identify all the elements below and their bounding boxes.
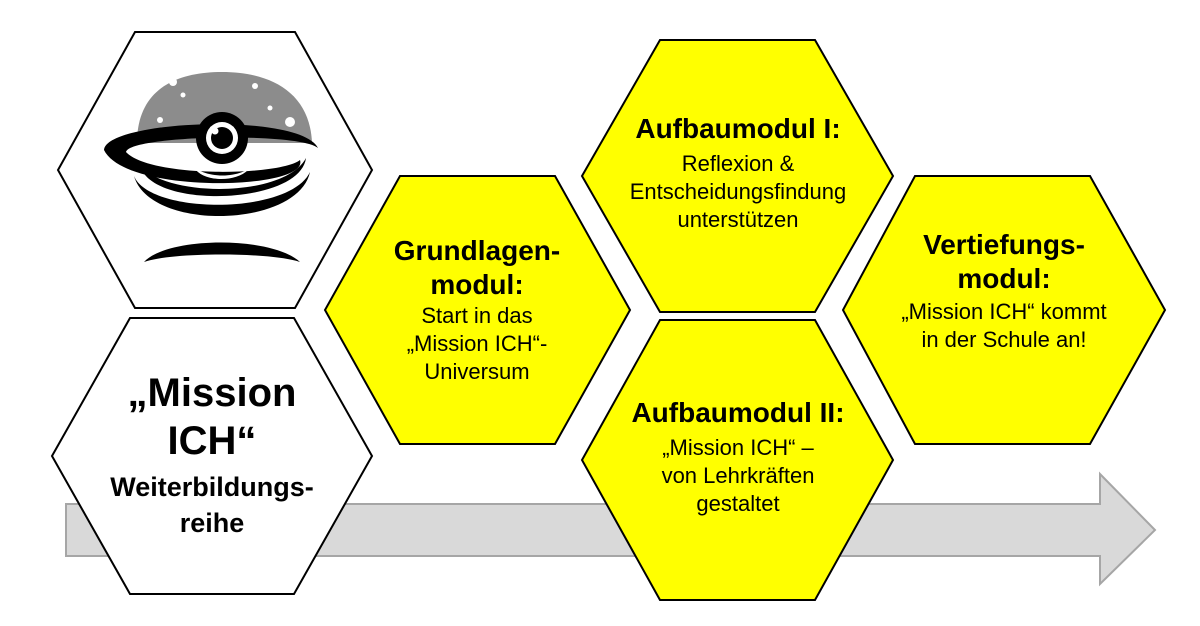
grundlagen-title-line-2: modul: bbox=[430, 269, 524, 300]
grundlagen-body-line-1: Start in das bbox=[421, 303, 533, 328]
aufbau1-title-line-1: Aufbaumodul I: bbox=[635, 113, 841, 144]
vertiefung-body-line-2: in der Schule an! bbox=[921, 327, 1087, 352]
astronaut-planet-logo-icon bbox=[104, 72, 318, 262]
grundlagen-hexagon bbox=[323, 175, 632, 445]
grundlagen-description: Start in das „Mission ICH“- Universum bbox=[407, 302, 548, 386]
aufbau2-title-line-1: Aufbaumodul II: bbox=[631, 397, 845, 428]
aufbau2-body-line-1: „Mission ICH“ – bbox=[662, 435, 814, 460]
aufbau1-body-line-2: Entscheidungsfindung bbox=[629, 179, 847, 204]
mission-subtitle-line-2: reihe bbox=[179, 508, 245, 538]
aufbau2-body-line-2: von Lehrkräften bbox=[661, 463, 815, 488]
grundlagen-body-line-3: Universum bbox=[424, 359, 530, 384]
grundlagen-module: Grundlagen- modul: Start in das „Mission… bbox=[352, 212, 602, 408]
mission-title-line-1: „Mission bbox=[127, 371, 297, 415]
mission-subtitle: Weiterbildungs- reihe bbox=[110, 469, 314, 541]
aufbau1-title: Aufbaumodul I: bbox=[635, 112, 840, 146]
aufbau1-module: Aufbaumodul I: Reflexion & Entscheidungs… bbox=[600, 112, 876, 282]
aufbau2-module: Aufbaumodul II: „Mission ICH“ – von Lehr… bbox=[600, 396, 876, 536]
grundlagen-body-line-2: „Mission ICH“- bbox=[406, 331, 548, 356]
mission-hexagon bbox=[50, 317, 374, 595]
mission-title-line-2: ICH“ bbox=[167, 419, 257, 463]
mission-subtitle-line-1: Weiterbildungs- bbox=[110, 472, 314, 502]
aufbau1-body-line-1: Reflexion & bbox=[681, 151, 795, 176]
aufbau1-hexagon bbox=[580, 39, 895, 313]
mission-label: „Mission ICH“ Weiterbildungs- reihe bbox=[82, 340, 342, 570]
vertiefung-body-line-1: „Mission ICH“ kommt bbox=[901, 299, 1107, 324]
grundlagen-title-line-1: Grundlagen- bbox=[393, 235, 561, 266]
mission-title: „Mission ICH“ bbox=[128, 369, 297, 465]
vertiefung-title-line-2: modul: bbox=[957, 263, 1051, 294]
aufbau1-description: Reflexion & Entscheidungsfindung unterst… bbox=[630, 150, 847, 234]
vertiefung-hexagon bbox=[841, 175, 1167, 445]
grundlagen-title: Grundlagen- modul: bbox=[394, 234, 560, 302]
aufbau1-body-line-3: unterstützen bbox=[677, 207, 799, 232]
vertiefung-title-line-1: Vertiefungs- bbox=[923, 229, 1085, 260]
vertiefung-description: „Mission ICH“ kommt in der Schule an! bbox=[901, 298, 1106, 354]
aufbau2-hexagon bbox=[580, 319, 895, 601]
vertiefung-title: Vertiefungs- modul: bbox=[923, 228, 1085, 296]
aufbau2-title: Aufbaumodul II: bbox=[631, 396, 844, 430]
aufbau2-description: „Mission ICH“ – von Lehrkräften gestalte… bbox=[662, 434, 815, 518]
vertiefung-module: Vertiefungs- modul: „Mission ICH“ kommt … bbox=[866, 228, 1142, 388]
aufbau2-body-line-3: gestaltet bbox=[696, 491, 780, 516]
